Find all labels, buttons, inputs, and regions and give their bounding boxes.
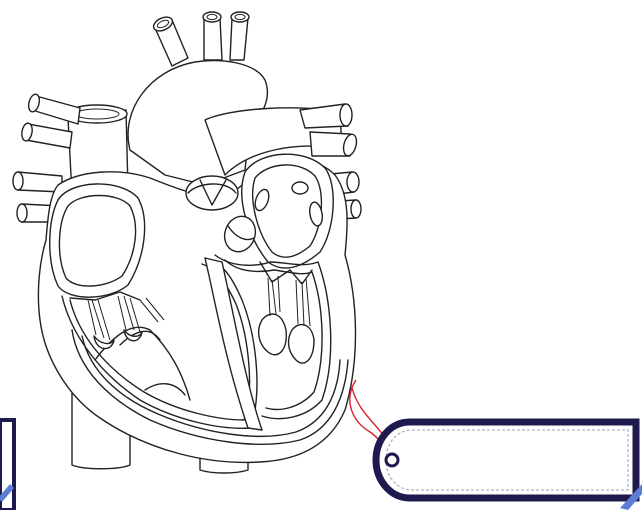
tag-label — [420, 432, 620, 462]
mitral-valve — [259, 261, 313, 327]
pulmonary-valve — [223, 215, 257, 253]
right-pulmonary-arteries — [21, 93, 81, 149]
aortic-valve — [185, 175, 239, 211]
right-ventricle — [61, 257, 258, 429]
tricuspid-valve — [69, 291, 165, 350]
interventricular-septum — [204, 257, 263, 431]
pulmonary-trunk — [204, 103, 358, 176]
side-tag-fragment — [0, 418, 16, 510]
label-tag — [349, 379, 642, 510]
right-atrium — [49, 183, 146, 298]
